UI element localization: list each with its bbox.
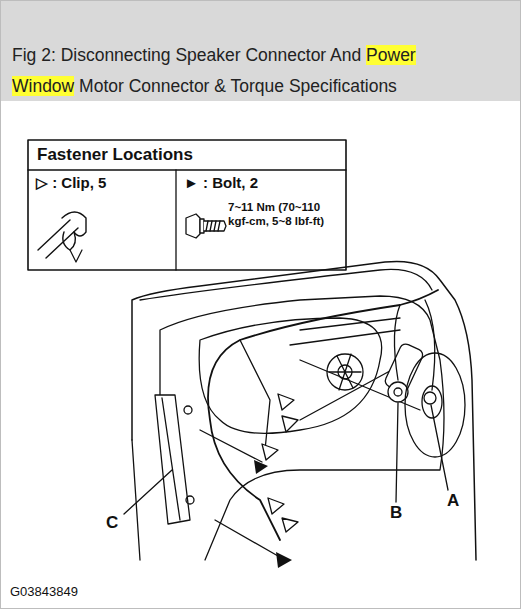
- clip-legend: ▷ : Clip, 5: [36, 174, 106, 192]
- callout-letter: C: [106, 514, 118, 532]
- fastener-table: Fastener Locations ▷ : Clip, 5 ► : Bolt, 2…: [28, 140, 346, 270]
- table-heading: Fastener Locations: [37, 145, 193, 165]
- callout-letter: A: [447, 492, 459, 510]
- torque-spec: 7~11 Nm (70~110 kgf-cm, 5~8 lbf-ft): [228, 200, 340, 228]
- bolt-cell: ► : Bolt, 2 7~11 Nm (70~110 kgf-cm, 5~8 l…: [176, 170, 346, 270]
- figure-title: Fig 2: Disconnecting Speaker Connector A…: [12, 40, 482, 102]
- callout-letter: B: [390, 504, 402, 522]
- figure-code: G03843849: [10, 583, 78, 601]
- bolt-legend: ► : Bolt, 2: [184, 174, 258, 191]
- clip-cell: ▷ : Clip, 5: [28, 170, 176, 270]
